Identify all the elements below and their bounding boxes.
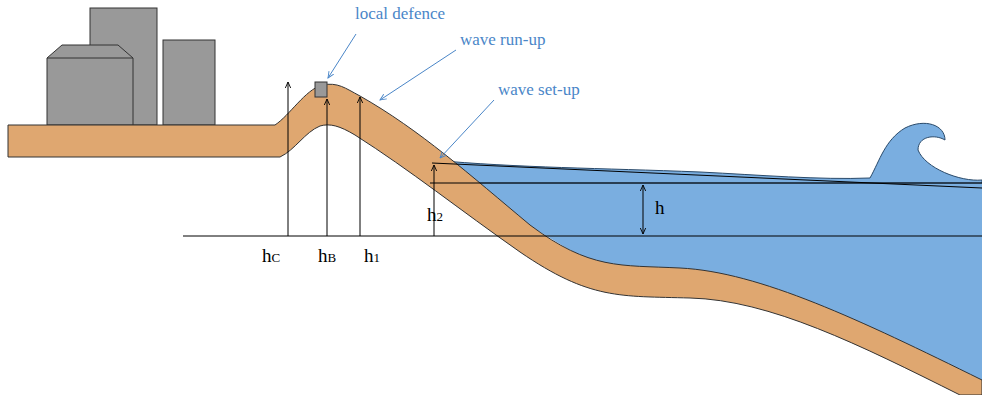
- dimension-symbol: hB: [318, 246, 336, 265]
- buildings: [47, 8, 215, 125]
- leader-arrows: [328, 34, 494, 158]
- ground-and-dike: [8, 84, 982, 395]
- dimension-symbol: h2: [427, 205, 443, 224]
- dimension-symbol: hC: [262, 246, 280, 265]
- dimension-symbol: h1: [364, 246, 380, 265]
- dimension-symbol: h: [655, 198, 665, 217]
- callout-label: local defence: [355, 5, 445, 22]
- local-defence-wall: [315, 82, 327, 97]
- dimension-arrows: [288, 82, 643, 236]
- callout-label: wave run-up: [460, 31, 545, 48]
- callout-label: wave set-up: [498, 81, 580, 98]
